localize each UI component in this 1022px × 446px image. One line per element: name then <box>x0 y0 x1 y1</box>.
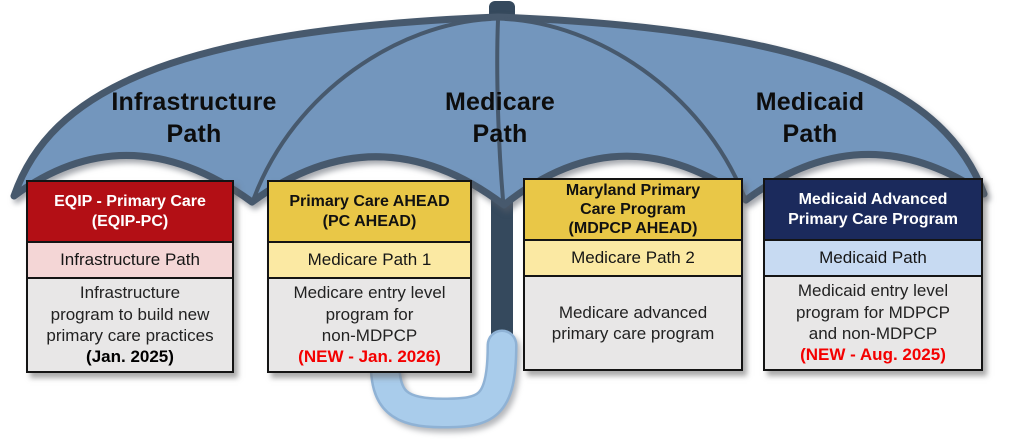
card-title: EQIP - Primary Care (EQIP-PC) <box>28 182 232 241</box>
card-path-tag: Medicaid Path <box>765 239 981 277</box>
umbrella-handle <box>372 332 515 427</box>
card-mdpcp-ahead: Maryland Primary Care Program (MDPCP AHE… <box>523 178 743 371</box>
card-body: Medicaid entry level program for MDPCP a… <box>765 277 981 369</box>
card-path-tag: Medicare Path 2 <box>525 239 741 277</box>
umbrella-seam-center <box>495 18 505 202</box>
card-path-tag: Medicare Path 1 <box>269 241 470 279</box>
card-path-tag: Infrastructure Path <box>28 241 232 279</box>
canopy-label-medicaid-path: Medicaid Path <box>755 88 865 148</box>
card-body: Medicare advanced primary care program <box>525 277 741 369</box>
umbrella-seam-right <box>504 17 746 198</box>
card-date-note: (Jan. 2025) <box>86 347 174 367</box>
card-title: Medicaid Advanced Primary Care Program <box>765 180 981 239</box>
canopy-label-medicare-path: Medicare Path <box>445 88 555 148</box>
canopy-label-infrastructure-path: Infrastructure Path <box>111 88 277 148</box>
card-description: Medicaid entry level program for MDPCP a… <box>796 281 950 343</box>
card-description: Infrastructure program to build new prim… <box>46 283 214 345</box>
card-title: Primary Care AHEAD (PC AHEAD) <box>269 182 470 241</box>
card-body: Medicare entry level program for non-MDP… <box>269 279 470 371</box>
card-eqip-primary-care: EQIP - Primary Care (EQIP-PC) Infrastruc… <box>26 180 234 373</box>
card-new-note: (NEW - Aug. 2025) <box>800 345 946 365</box>
card-description: Medicare entry level program for non-MDP… <box>293 283 446 345</box>
card-description: Medicare advanced primary care program <box>551 302 715 343</box>
card-title: Maryland Primary Care Program (MDPCP AHE… <box>525 180 741 239</box>
card-body: Infrastructure program to build new prim… <box>28 279 232 371</box>
umbrella-seam-left <box>252 17 492 200</box>
card-new-note: (NEW - Jan. 2026) <box>298 347 441 367</box>
card-medicaid-advanced-pcp: Medicaid Advanced Primary Care Program M… <box>763 178 983 371</box>
card-pc-ahead: Primary Care AHEAD (PC AHEAD) Medicare P… <box>267 180 472 373</box>
